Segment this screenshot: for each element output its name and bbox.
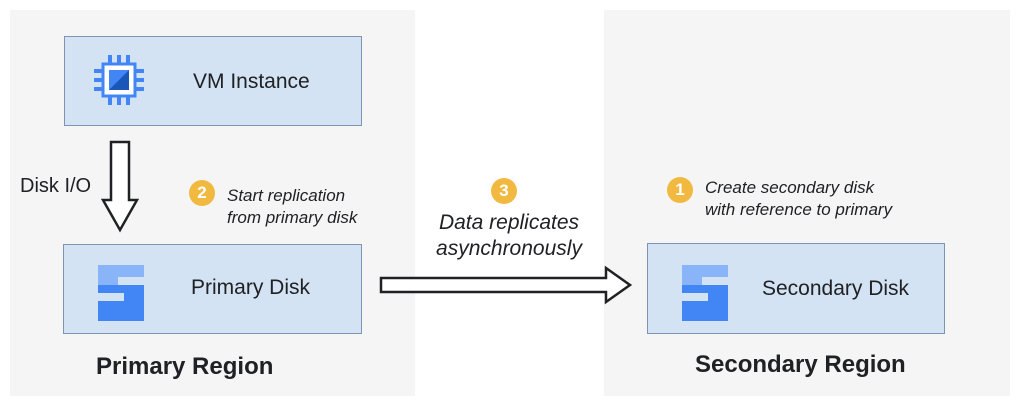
persistent-disk-icon — [682, 265, 728, 321]
secondary-region-label: Secondary Region — [695, 351, 906, 378]
disk-io-arrow — [100, 140, 140, 233]
step-badge-3: 3 — [491, 178, 517, 204]
cpu-chip-icon — [94, 55, 144, 105]
step-2-line-1: Start replication — [227, 186, 346, 205]
step-3-note: Data replicates asynchronously — [426, 210, 592, 262]
step-2-note: Start replication from primary disk — [227, 185, 357, 229]
step-badge-1: 1 — [667, 177, 693, 203]
vm-instance-label: VM Instance — [193, 70, 310, 93]
primary-disk-label: Primary Disk — [191, 276, 310, 299]
secondary-disk-label: Secondary Disk — [762, 277, 910, 300]
persistent-disk-icon — [98, 265, 144, 321]
step-2-line-2: from primary disk — [227, 208, 358, 227]
disk-io-label: Disk I/O — [20, 175, 92, 197]
step-badge-2: 2 — [189, 180, 215, 206]
step-1-note: Create secondary disk with reference to … — [705, 177, 892, 221]
replication-arrow — [379, 265, 633, 305]
step-3-line-2: asynchronously — [436, 237, 582, 260]
step-1-line-2: with reference to primary — [705, 200, 893, 219]
primary-region-label: Primary Region — [96, 353, 274, 380]
step-1-line-1: Create secondary disk — [705, 178, 875, 197]
step-3-line-1: Data replicates — [438, 211, 580, 234]
